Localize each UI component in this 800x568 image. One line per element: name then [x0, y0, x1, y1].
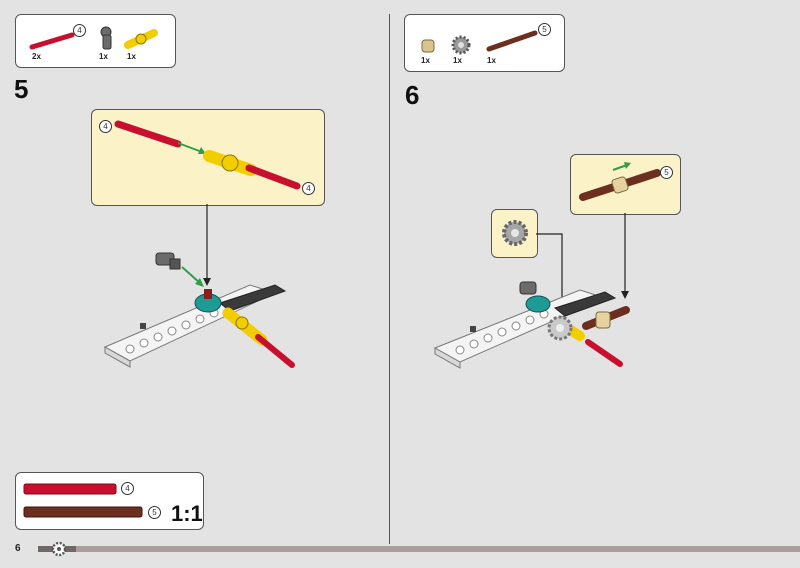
- callout-pointer: [621, 213, 629, 299]
- step5-model: [103, 252, 295, 368]
- brown-axle-icon: [23, 506, 143, 518]
- progress-track: [38, 546, 800, 552]
- red-axle-icon: [114, 120, 182, 148]
- callout-pointer: [203, 204, 211, 286]
- part-quantity: 2x: [32, 52, 41, 61]
- tan-bush-icon: [421, 39, 435, 53]
- scale-label: 1:1: [171, 501, 203, 526]
- part-quantity: 1x: [487, 56, 496, 65]
- part-quantity: 1x: [99, 52, 108, 61]
- part-quantity: 1x: [127, 52, 136, 61]
- step-divider: [389, 14, 390, 544]
- length-badge: 4: [99, 120, 112, 133]
- insert-arrow-icon: [177, 142, 206, 154]
- step5-parts-box: 4 2x 1x 1x: [15, 14, 176, 68]
- brown-axle-icon: [579, 169, 661, 201]
- red-axle-icon: [29, 32, 75, 50]
- step-number: 6: [405, 80, 420, 110]
- axle-ruler-box: 4 5 1:1: [15, 472, 204, 530]
- brown-axle-icon: [486, 30, 538, 52]
- step5-callout: 4 4: [91, 109, 325, 206]
- gray-gear-icon: [451, 35, 471, 55]
- length-badge: 4: [121, 482, 134, 495]
- step6-gear-callout: [491, 209, 538, 258]
- gear-icon: [51, 541, 67, 557]
- length-badge: 5: [660, 166, 673, 179]
- yellow-axle-connector-icon: [124, 29, 158, 49]
- part-quantity: 1x: [453, 56, 462, 65]
- red-axle-icon: [23, 483, 117, 495]
- insert-arrow-icon: [612, 162, 631, 171]
- red-axle-icon: [245, 164, 301, 190]
- gear-icon: [502, 220, 528, 246]
- length-badge: 5: [538, 23, 551, 36]
- length-badge: 4: [73, 24, 86, 37]
- yellow-axle-connector-icon: [203, 150, 257, 176]
- length-badge: 5: [148, 506, 161, 519]
- part-quantity: 1x: [421, 56, 430, 65]
- gray-axle-pin-connector-icon: [100, 26, 112, 50]
- step6-parts-box: 1x 1x 5 1x: [404, 14, 565, 72]
- step6-model: [433, 281, 630, 369]
- page-number: 6: [15, 543, 21, 554]
- length-badge: 4: [302, 182, 315, 195]
- step-number: 5: [14, 74, 29, 104]
- step6-axle-callout: 5: [570, 154, 681, 215]
